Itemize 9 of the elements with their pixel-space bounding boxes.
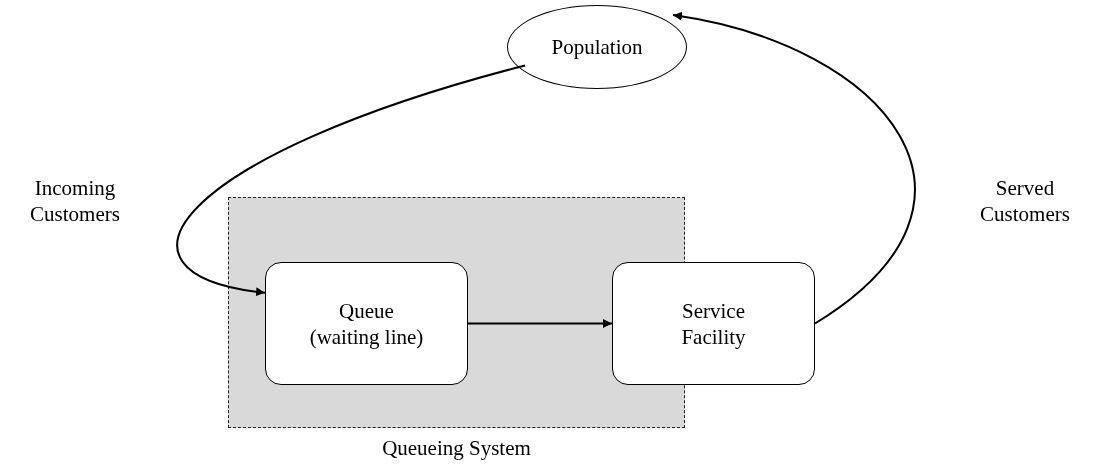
node-label: Population [550, 34, 644, 60]
node-label: Queue (waiting line) [308, 297, 425, 350]
arrow [672, 12, 916, 325]
system-heading: Queueing System [381, 435, 532, 461]
process-box [265, 262, 468, 385]
node-label: Service Facility [680, 297, 747, 350]
arrow [176, 64, 526, 296]
arrow [467, 319, 613, 328]
process-box [612, 262, 815, 385]
